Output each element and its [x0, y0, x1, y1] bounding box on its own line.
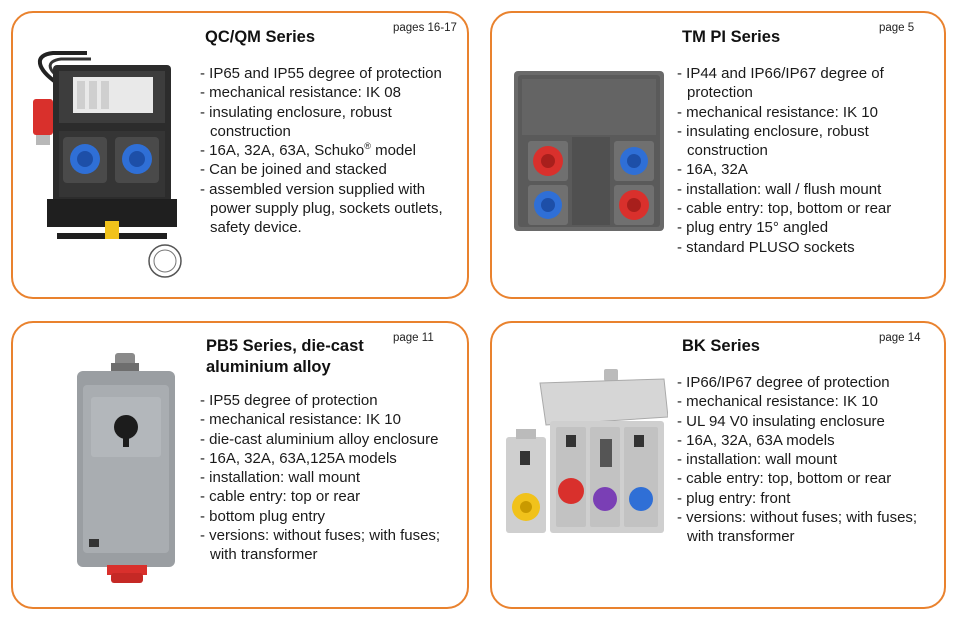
- card-title: QC/QM Series: [205, 28, 316, 46]
- feature-item: - mechanical resistance: IK 10: [200, 411, 401, 429]
- feature-item: - 16A, 32A, 63A,125A models: [200, 449, 397, 467]
- feature-item: - mechanical resistance: IK 10: [677, 393, 878, 411]
- feature-item: - IP66/IP67 degree of protection: [677, 374, 890, 391]
- card-title: BK Series: [682, 337, 760, 355]
- feature-item: - plug entry 15° angled: [677, 219, 829, 237]
- feature-item: - IP65 and IP55 degree of protection: [200, 65, 442, 82]
- tm-pi-product-image: [514, 71, 664, 231]
- feature-item: - installation: wall / flush mount: [677, 180, 882, 198]
- feature-list: - IP55 degree of protection - mechanical…: [200, 391, 462, 565]
- feature-item: - 16A, 32A, 63A models: [677, 431, 835, 449]
- feature-list: - IP66/IP67 degree of protection - mecha…: [677, 373, 939, 547]
- feature-item: - installation: wall mount: [200, 469, 361, 487]
- feature-item: - die-cast aluminium alloy enclosure: [200, 430, 439, 448]
- feature-item: - plug entry: front: [677, 489, 791, 507]
- feature-item: - standard PLUSO sockets: [677, 238, 855, 256]
- feature-item: - IP55 degree of protection: [200, 392, 378, 409]
- feature-item: - IP44 and IP66/IP67 degree of protectio…: [677, 65, 884, 102]
- card-title-line: aluminium alloy: [206, 358, 331, 376]
- feature-item: - insulating enclosure, robust construct…: [200, 103, 392, 140]
- feature-item: - assembled version supplied with power …: [200, 180, 443, 237]
- feature-item: - mechanical resistance: IK 08: [200, 84, 401, 102]
- card-title: TM PI Series: [682, 28, 781, 46]
- feature-item: - cable entry: top, bottom or rear: [677, 470, 892, 488]
- product-card-pb5: PB5 Series, die-cast aluminium alloy pag…: [11, 321, 469, 609]
- feature-item: - 16A, 32A, 63A, Schuko® model: [200, 141, 416, 160]
- product-card-qc-qm: QC/QM Series pages 16-17 - IP65 and IP55…: [11, 11, 469, 299]
- feature-item: - bottom plug entry: [200, 507, 326, 525]
- card-title: PB5 Series, die-cast aluminium alloy: [206, 336, 396, 378]
- feature-item: - 16A, 32A: [677, 161, 748, 179]
- page-reference: page 11: [393, 332, 434, 344]
- feature-item: - cable entry: top, bottom or rear: [677, 200, 892, 218]
- card-title-line: PB5 Series, die-cast: [206, 337, 364, 355]
- feature-item: - mechanical resistance: IK 10: [677, 103, 878, 121]
- bk-product-image: [506, 369, 668, 533]
- feature-item: - Can be joined and stacked: [200, 161, 387, 179]
- qc-qm-product-image: [33, 51, 182, 278]
- product-card-tm-pi: TM PI Series page 5 - IP44 and IP66/IP67…: [490, 11, 946, 299]
- feature-item: - versions: without fuses; with fuses; w…: [677, 509, 918, 546]
- feature-item: - versions: without fuses; with fuses; w…: [200, 527, 441, 564]
- registered-mark: ®: [364, 141, 371, 152]
- feature-item: - cable entry: top or rear: [200, 488, 361, 506]
- page-reference: page 5: [879, 22, 915, 34]
- page-reference: pages 16-17: [393, 22, 457, 34]
- page-reference: page 14: [879, 332, 921, 344]
- feature-item: - insulating enclosure, robust construct…: [677, 122, 869, 160]
- product-card-bk: BK Series page 14 - IP66/IP67 degree of …: [490, 321, 946, 609]
- feature-item: - installation: wall mount: [677, 451, 838, 469]
- pb5-product-image: [77, 353, 175, 583]
- feature-item: - UL 94 V0 insulating enclosure: [677, 412, 885, 430]
- feature-list: - IP65 and IP55 degree of protection - m…: [200, 64, 462, 238]
- feature-list: - IP44 and IP66/IP67 degree of protectio…: [677, 64, 939, 257]
